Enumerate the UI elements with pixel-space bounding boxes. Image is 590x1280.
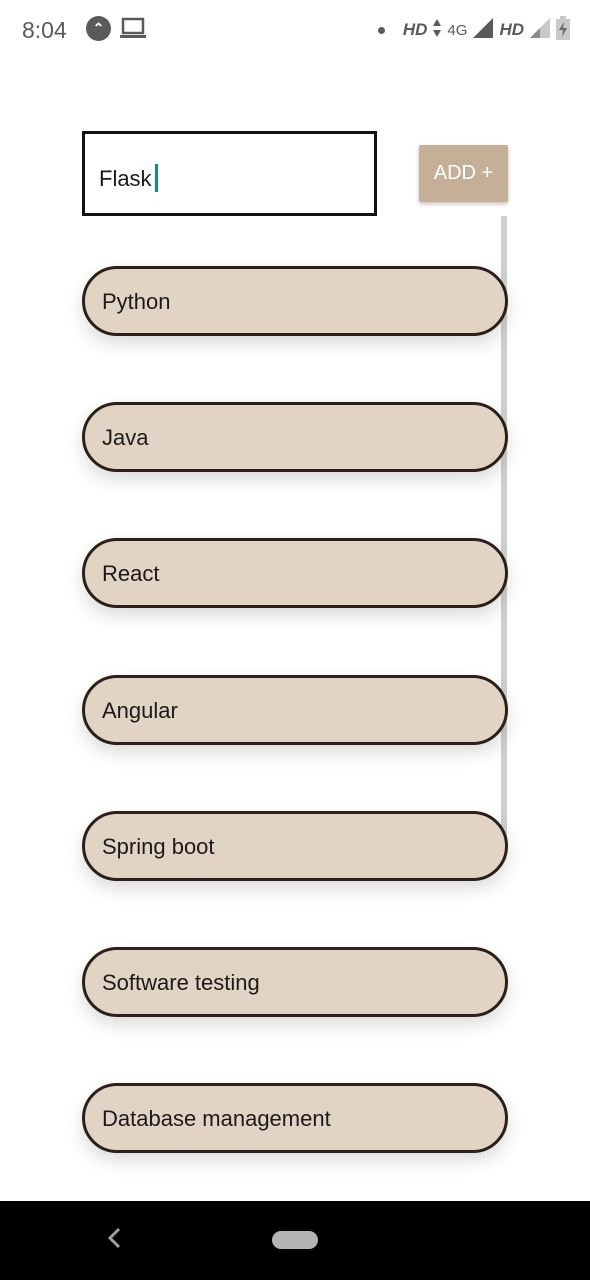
text-cursor: [154, 164, 158, 192]
list-item-label: Database management: [102, 1106, 331, 1131]
navigation-bar: [0, 1201, 590, 1280]
topic-input[interactable]: Flask: [82, 131, 377, 216]
list-item[interactable]: Angular: [82, 675, 508, 745]
network-hd-label-1: HD: [402, 20, 428, 39]
status-bar: 8:04 ⌃ HD 4G HD: [0, 0, 590, 60]
app-a-icon: ⌃: [86, 16, 111, 41]
network-type-label: 4G: [447, 21, 468, 39]
network-hd-label-2: HD: [499, 20, 524, 39]
signal-weak-icon: [530, 17, 550, 43]
add-button[interactable]: ADD +: [419, 145, 508, 202]
list-item-label: Java: [102, 425, 149, 450]
list-item[interactable]: Software testing: [82, 947, 508, 1017]
list-item[interactable]: Database management: [82, 1083, 508, 1153]
home-pill-icon[interactable]: [272, 1231, 318, 1249]
topic-input-text: Flask: [99, 166, 152, 191]
status-indicators: HD 4G HD: [377, 15, 570, 45]
notification-dot-icon: [377, 26, 385, 34]
back-icon[interactable]: [104, 1223, 124, 1259]
battery-charging-icon: [556, 15, 570, 45]
list-scrollbar[interactable]: [501, 216, 507, 846]
list-item[interactable]: Python: [82, 266, 508, 336]
data-arrows-icon: [433, 18, 442, 42]
laptop-icon: [120, 16, 146, 45]
list-item-label: Python: [102, 289, 171, 314]
list-item[interactable]: Java: [82, 402, 508, 472]
list-item-label: Angular: [102, 698, 178, 723]
list-item-label: React: [102, 561, 160, 586]
list-item-label: Software testing: [102, 970, 260, 995]
list-item[interactable]: React: [82, 538, 508, 608]
signal-icon: [473, 17, 494, 43]
list-item-label: Spring boot: [102, 834, 215, 859]
list-item[interactable]: Spring boot: [82, 811, 508, 881]
status-time: 8:04: [22, 17, 67, 43]
topic-input-value: Flask: [99, 164, 158, 192]
